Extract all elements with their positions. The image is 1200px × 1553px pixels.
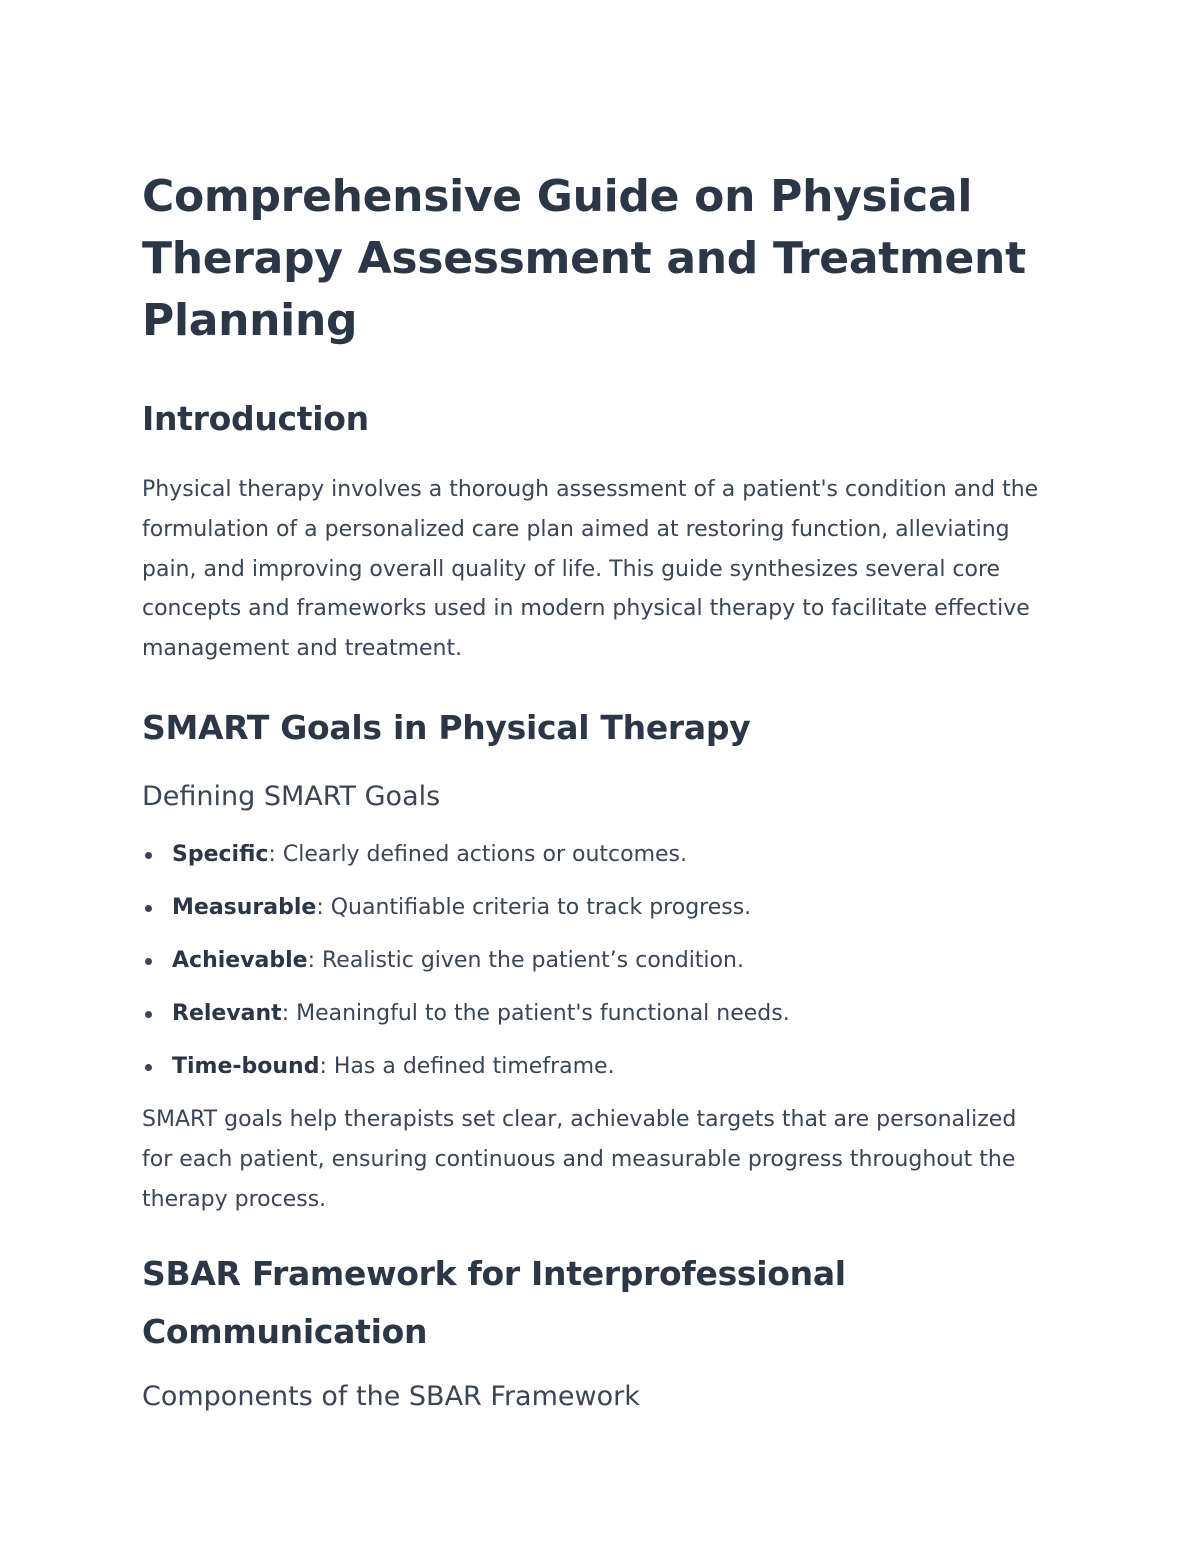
bullet-icon	[145, 904, 152, 912]
list-item: Relevant: Meaningful to the patient's fu…	[142, 998, 1050, 1030]
list-item: Time-bound: Has a defined timeframe.	[142, 1051, 1050, 1083]
list-item-text: : Realistic given the patient’s conditio…	[307, 947, 744, 973]
defining-smart-goals-subheading: Defining SMART Goals	[142, 780, 441, 812]
bullet-icon	[145, 1063, 152, 1071]
list-item-text: : Meaningful to the patient's functional…	[281, 1000, 790, 1026]
smart-goals-paragraph: SMART goals help therapists set clear, a…	[142, 1106, 1017, 1212]
list-item-text: : Quantifiable criteria to track progres…	[316, 894, 752, 920]
list-item: Measurable: Quantifiable criteria to tra…	[142, 892, 1050, 924]
list-item-term: Time-bound	[172, 1053, 320, 1079]
list-item-term: Achievable	[172, 947, 308, 973]
bullet-icon	[145, 1010, 152, 1018]
list-item-text: : Clearly defined actions or outcomes.	[268, 841, 687, 867]
document-title: Comprehensive Guide on Physical Therapy …	[142, 171, 1026, 346]
list-item-term: Measurable	[172, 894, 317, 920]
bullet-icon	[145, 957, 152, 965]
sbar-components-subheading: Components of the SBAR Framework	[142, 1381, 640, 1413]
list-item-term: Specific	[172, 841, 269, 867]
list-item-term: Relevant	[172, 1000, 282, 1026]
list-item: Achievable: Realistic given the patient’…	[142, 945, 1050, 977]
introduction-heading: Introduction	[142, 399, 369, 438]
list-item-text: : Has a defined timeframe.	[319, 1053, 615, 1079]
sbar-framework-heading: SBAR Framework for Interprofessional Com…	[142, 1254, 846, 1352]
bullet-icon	[145, 851, 152, 859]
smart-goals-heading: SMART Goals in Physical Therapy	[142, 707, 751, 747]
list-item: Specific: Clearly defined actions or out…	[142, 839, 1050, 871]
introduction-paragraph: Physical therapy involves a thorough ass…	[142, 477, 1039, 662]
smart-goals-list: Specific: Clearly defined actions or out…	[142, 839, 1050, 1083]
